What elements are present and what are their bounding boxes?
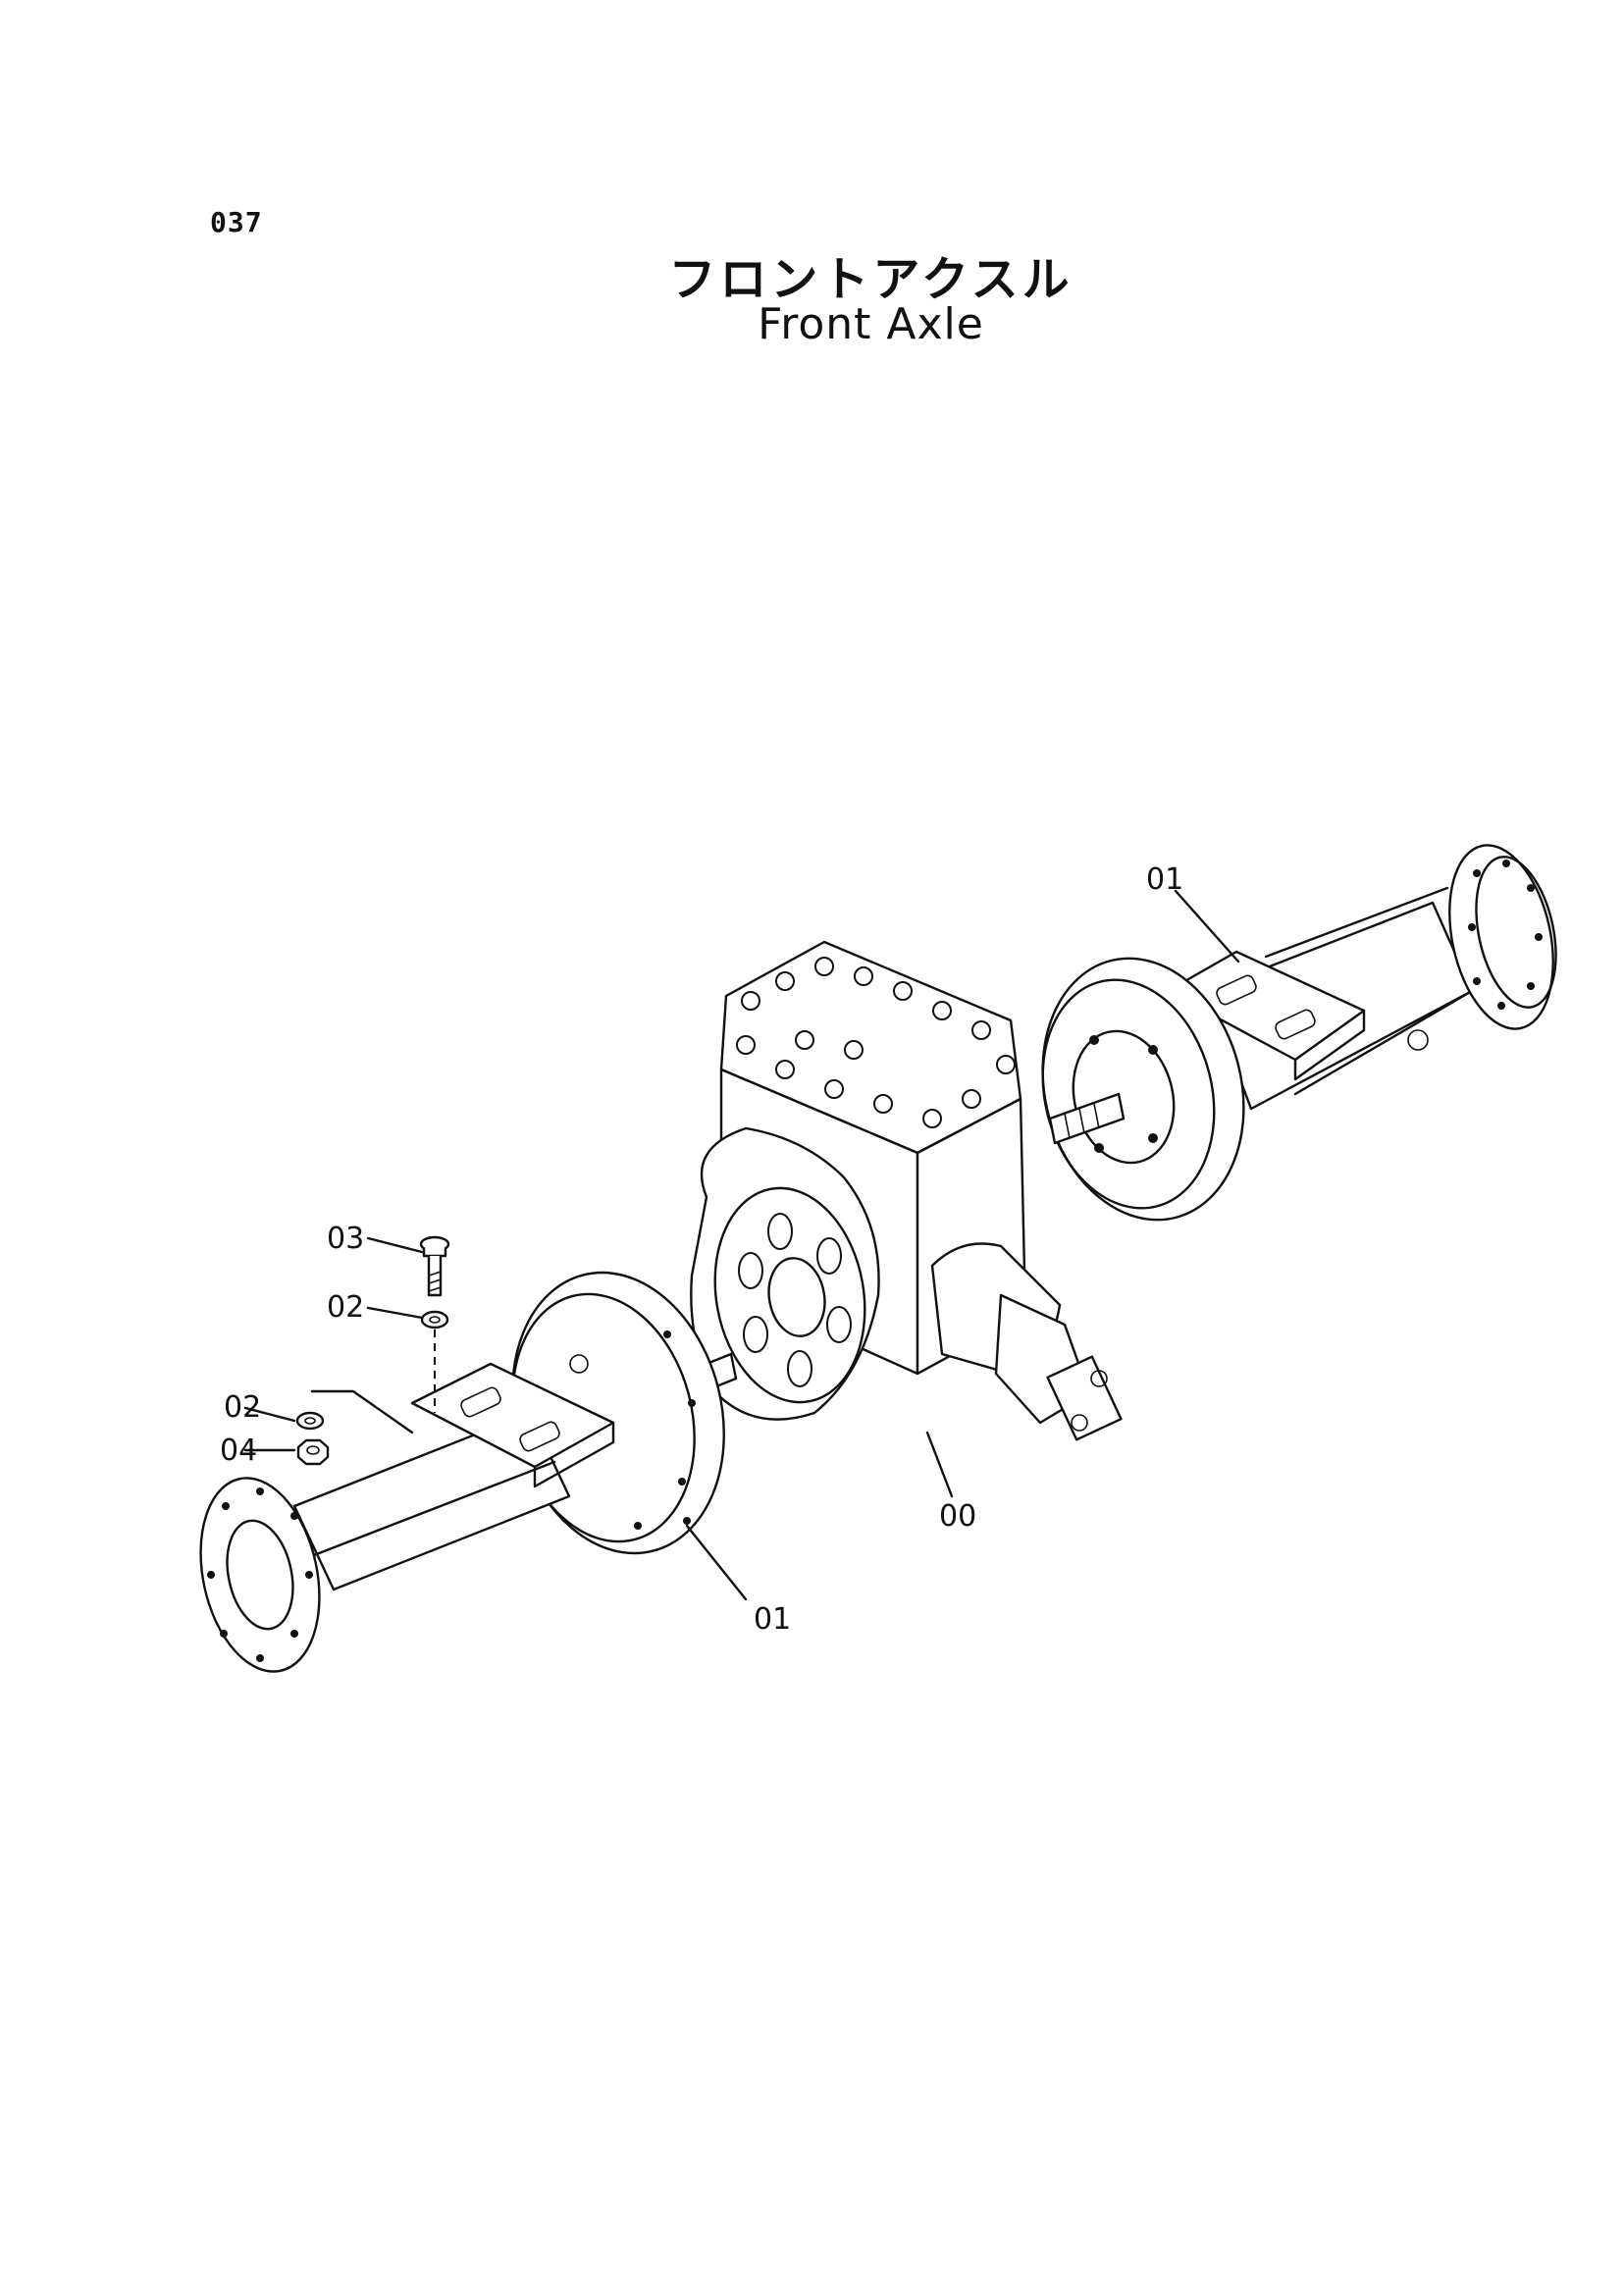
right-axle-housing [1041, 844, 1557, 1222]
differential-housing [690, 940, 1123, 1441]
callout-nut: 04 [220, 1434, 257, 1468]
callout-left-axle-housing: 01 [754, 1602, 791, 1637]
washer-upper [420, 1310, 449, 1329]
callout-right-axle-housing: 01 [1146, 862, 1183, 897]
nut-guide-line [310, 1389, 414, 1434]
cover-bolts [736, 957, 1016, 1128]
callout-washer-upper: 02 [327, 1290, 364, 1325]
left-axle-housing [199, 1271, 725, 1673]
washer-lower [295, 1411, 325, 1431]
callout-bolt: 03 [327, 1222, 364, 1256]
page-title-japanese: フロントアクスル [668, 252, 1074, 307]
bolt [419, 1235, 450, 1297]
page-number: 037 [210, 206, 263, 238]
page-title-english: Front Axle [758, 299, 984, 349]
leader-lines [243, 889, 1240, 1601]
callout-differential-housing: 00 [939, 1499, 976, 1534]
nut [296, 1438, 330, 1466]
callout-washer-lower: 02 [224, 1390, 261, 1425]
